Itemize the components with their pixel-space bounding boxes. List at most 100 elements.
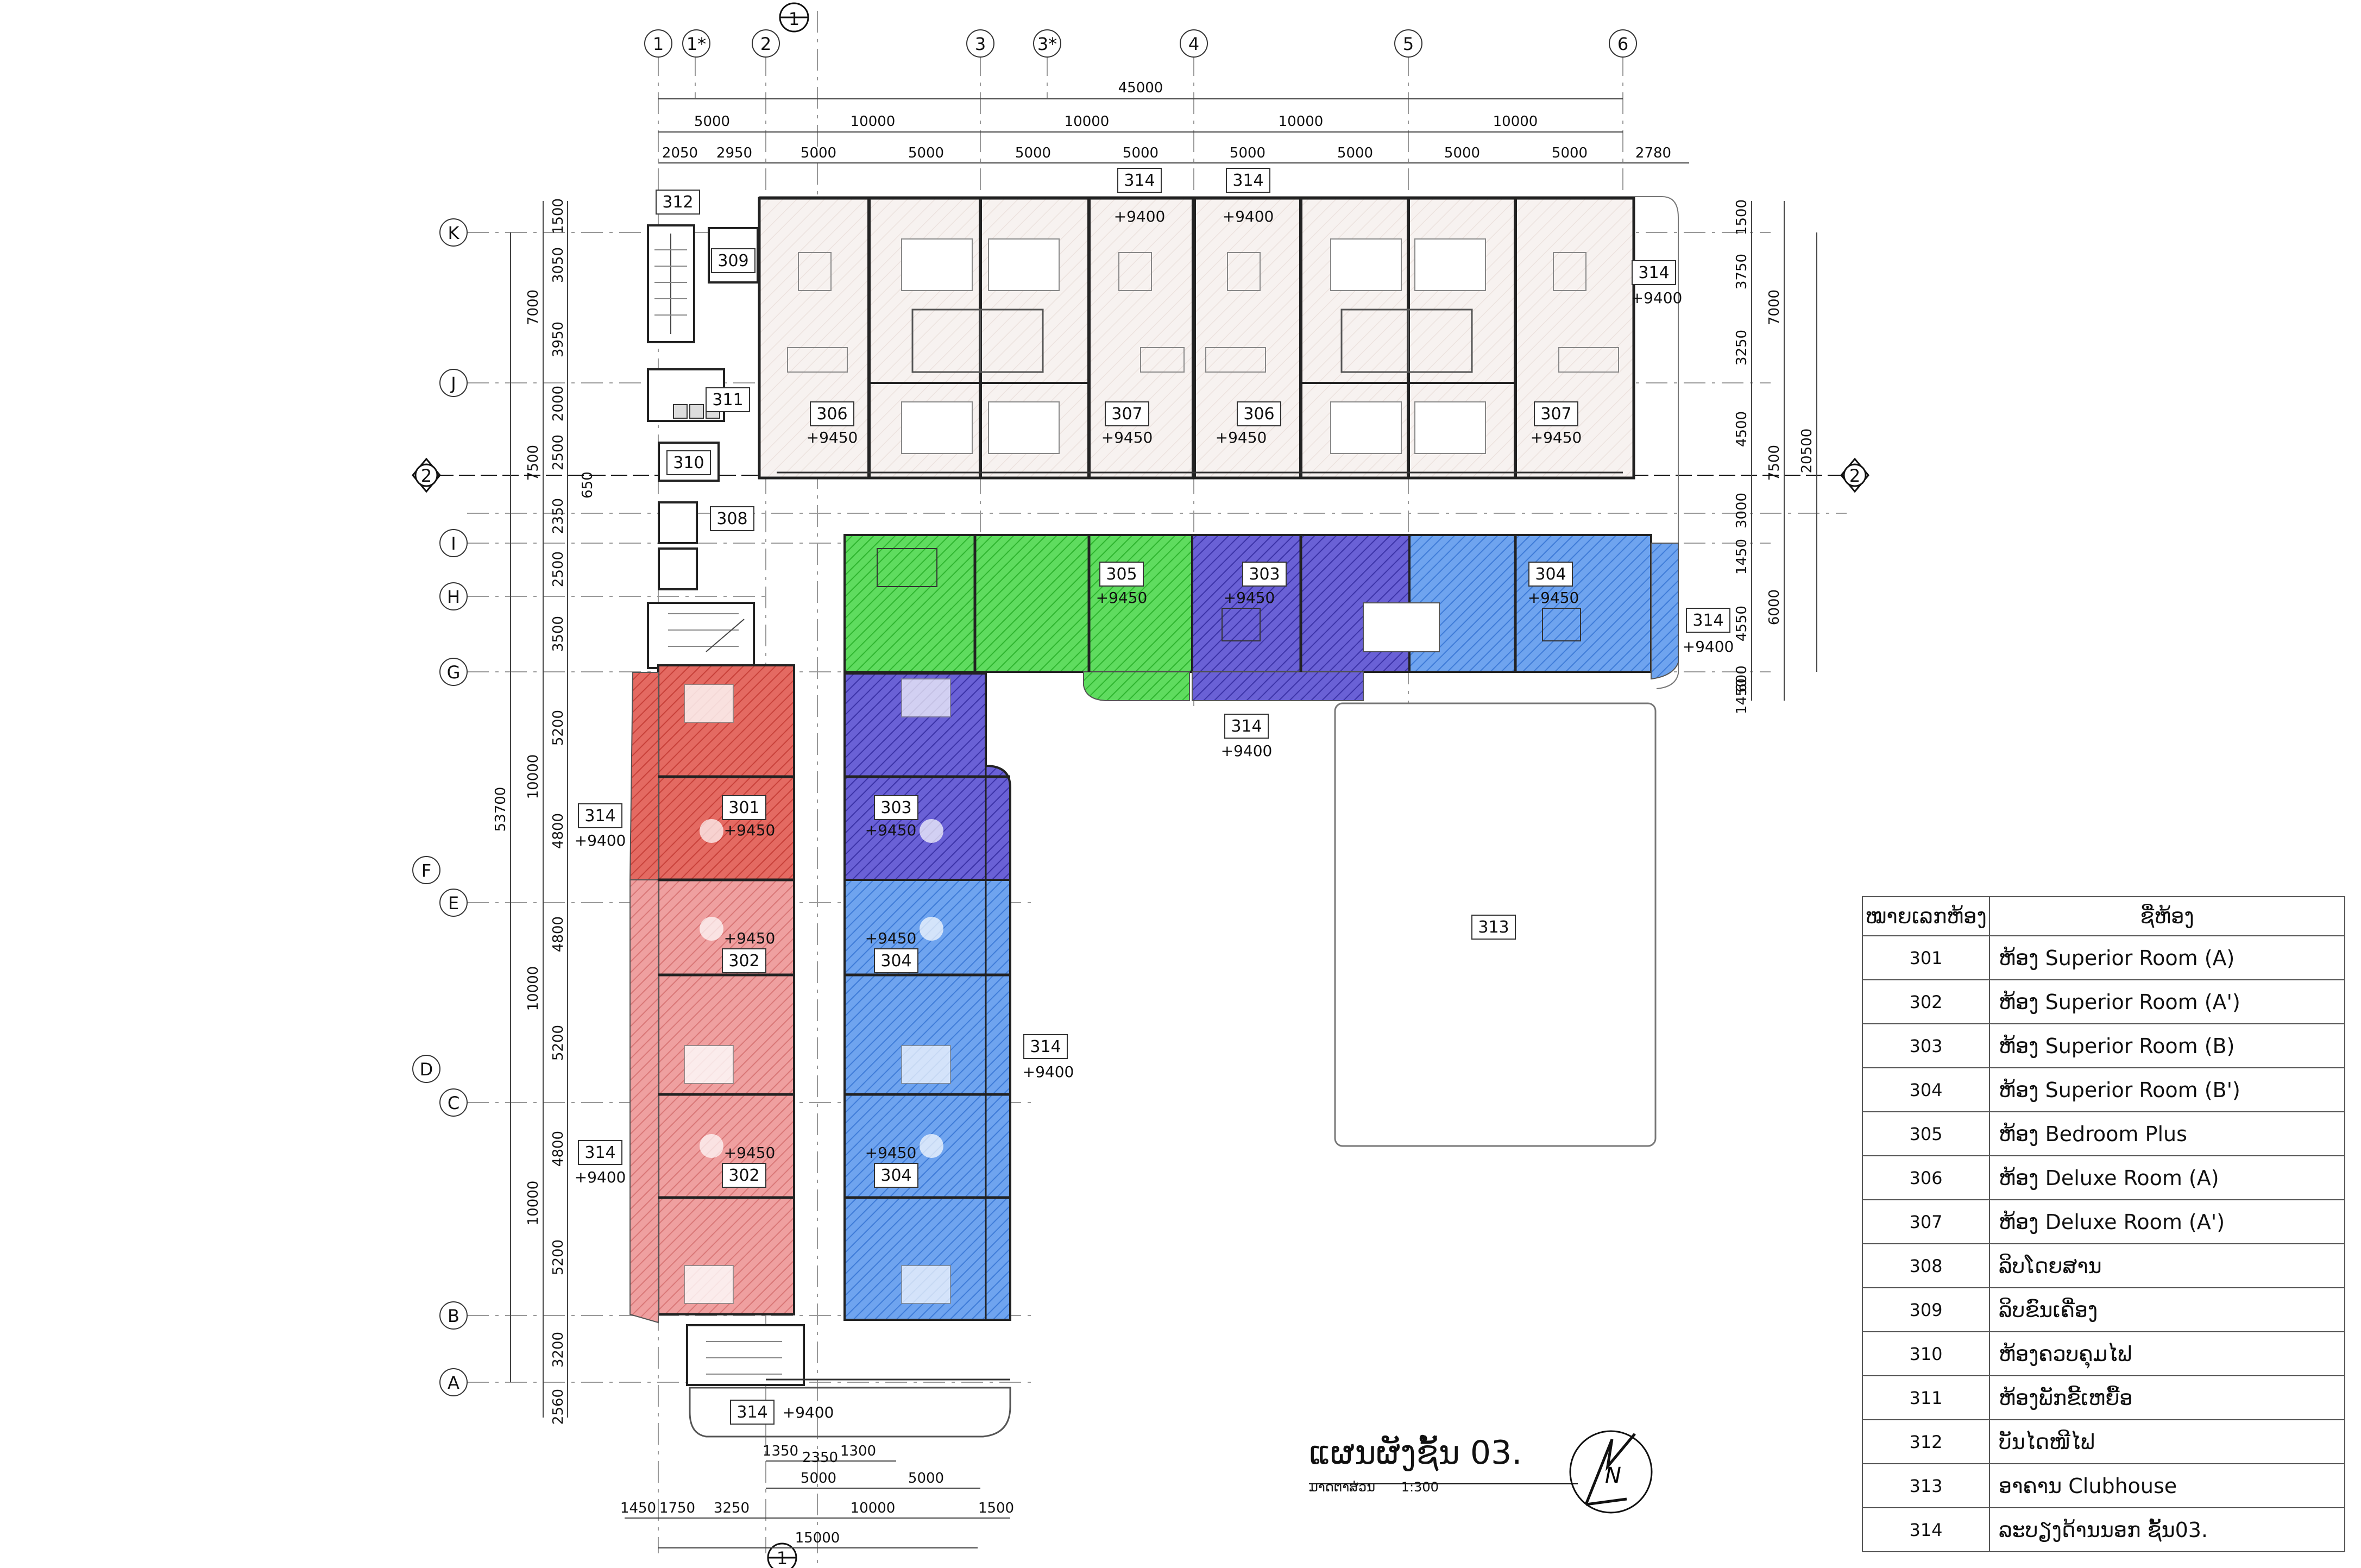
legend-room-name: ລິບໂດຍສານ <box>1989 1243 2345 1288</box>
svg-text:+9400: +9400 <box>1223 207 1274 225</box>
north-wing <box>758 196 1679 689</box>
svg-text:5000: 5000 <box>908 145 944 161</box>
south-stair <box>686 1324 1011 1438</box>
svg-text:10000: 10000 <box>1279 114 1324 130</box>
legend-room-name: ອາຄານ Clubhouse <box>1989 1463 2345 1508</box>
svg-text:+9450: +9450 <box>1528 589 1579 607</box>
svg-text:307: 307 <box>1540 405 1571 424</box>
legend-room-number: 313 <box>1862 1463 1990 1508</box>
svg-text:314: 314 <box>584 1143 615 1162</box>
svg-text:314: 314 <box>1231 717 1262 736</box>
svg-text:314: 314 <box>1638 263 1669 282</box>
svg-text:10000: 10000 <box>851 1500 896 1516</box>
svg-text:E: E <box>448 893 459 914</box>
grid-bubble-col: 1 <box>644 29 672 58</box>
svg-text:6000: 6000 <box>1766 589 1783 625</box>
legend-header-row: ໝາຍເລກຫ້ອງ ຊື່ຫ້ອງ <box>1862 896 2345 936</box>
svg-text:+9450: +9450 <box>724 821 776 839</box>
svg-text:2780: 2780 <box>1635 145 1671 161</box>
svg-text:+9400: +9400 <box>1023 1063 1074 1081</box>
svg-text:+9450: +9450 <box>1096 589 1148 607</box>
svg-text:+9450: +9450 <box>865 929 917 947</box>
grid-bubble-row: F <box>412 856 440 884</box>
svg-text:4800: 4800 <box>550 1131 566 1167</box>
svg-text:10000: 10000 <box>525 966 542 1011</box>
svg-text:600: 600 <box>1734 665 1750 692</box>
svg-text:4: 4 <box>1188 34 1199 54</box>
svg-text:H: H <box>447 587 460 607</box>
core-services <box>647 224 759 669</box>
grid-bubble-row: G <box>439 658 468 686</box>
legend-room-number: 312 <box>1862 1419 1990 1464</box>
room-tag: 302 +9450 <box>722 1144 776 1188</box>
svg-text:+9400: +9400 <box>575 832 626 849</box>
top-dimensions: 45000 5000 10000 10000 10000 10000 2050 … <box>658 80 1689 163</box>
svg-text:20500: 20500 <box>1799 429 1815 474</box>
svg-text:5: 5 <box>1403 34 1414 54</box>
section-marker-1-bottom: 1 <box>767 1542 797 1568</box>
grid-bubble-col: 1* <box>682 29 710 58</box>
svg-text:3000: 3000 <box>1734 493 1750 528</box>
right-dimensions: 1500 3750 3250 4500 3000 1450 4550 600 1… <box>1734 199 1817 714</box>
svg-text:C: C <box>448 1093 459 1113</box>
grid-bubble-row: A <box>439 1368 468 1396</box>
svg-text:302: 302 <box>728 952 759 971</box>
east-wing <box>843 534 1679 701</box>
svg-text:314: 314 <box>1232 171 1263 190</box>
legend-room-name: ບັນໄດໜີໄຟ <box>1989 1419 2345 1464</box>
legend-room-number: 308 <box>1862 1243 1990 1288</box>
room-tag: 303 +9450 <box>865 795 918 839</box>
svg-text:1: 1 <box>653 34 664 54</box>
legend-room-name: ລະບຽງດ້ານນອກ ຊັ້ນ03. <box>1989 1507 2345 1552</box>
svg-text:+9400: +9400 <box>1683 638 1734 656</box>
svg-text:2350: 2350 <box>802 1450 838 1466</box>
svg-text:302: 302 <box>728 1166 759 1185</box>
svg-text:313: 313 <box>1478 918 1509 937</box>
room-tag: 314 +9400 <box>575 1140 626 1186</box>
grid-bubble-col: 5 <box>1394 29 1422 58</box>
svg-text:310: 310 <box>673 454 704 473</box>
west-wing <box>629 664 795 1324</box>
legend-room-number: 309 <box>1862 1287 1990 1332</box>
svg-text:+9450: +9450 <box>1224 589 1275 607</box>
svg-text:312: 312 <box>662 193 693 212</box>
svg-text:2500: 2500 <box>550 551 566 587</box>
room-tag: 310 <box>666 450 711 475</box>
room-tag: 314 +9400 <box>1223 168 1274 225</box>
room-tag: 311 <box>706 387 750 412</box>
svg-text:10000: 10000 <box>525 1181 542 1226</box>
legend-room-name: ຫ້ອງ Superior Room (A) <box>1989 935 2345 980</box>
room-tag: 313 <box>1471 915 1516 940</box>
svg-text:3500: 3500 <box>550 616 566 652</box>
room-tag: 314 +9400 <box>1114 168 1165 225</box>
svg-text:B: B <box>448 1306 459 1326</box>
svg-text:1450: 1450 <box>1734 539 1750 575</box>
svg-text:1*: 1* <box>687 34 706 54</box>
svg-text:3250: 3250 <box>714 1500 750 1516</box>
svg-text:+9400: +9400 <box>1631 289 1683 307</box>
room-tag: 301 +9450 <box>722 795 776 839</box>
room-tag: 314 +9400 <box>1221 714 1272 760</box>
svg-text:314: 314 <box>584 807 615 826</box>
legend-room-name: ຫ້ອງ Bedroom Plus <box>1989 1111 2345 1156</box>
svg-text:306: 306 <box>816 405 847 424</box>
room-tag: 308 <box>710 506 754 531</box>
svg-text:1300: 1300 <box>840 1443 876 1459</box>
svg-text:+9450: +9450 <box>724 929 776 947</box>
drawing-title: ແຜນຜັງຊັ້ນ 03. <box>1309 1434 1522 1472</box>
svg-text:309: 309 <box>717 251 748 270</box>
svg-text:7000: 7000 <box>1766 289 1783 325</box>
svg-text:1450: 1450 <box>1734 678 1750 714</box>
svg-text:7500: 7500 <box>1766 445 1783 481</box>
left-dimensions: 53700 7000 7500 10000 10000 10000 1500 3… <box>493 198 596 1425</box>
svg-text:2560: 2560 <box>550 1389 566 1425</box>
section-marker-2-left: 2 <box>412 457 441 493</box>
svg-text:+9450: +9450 <box>724 1144 776 1162</box>
